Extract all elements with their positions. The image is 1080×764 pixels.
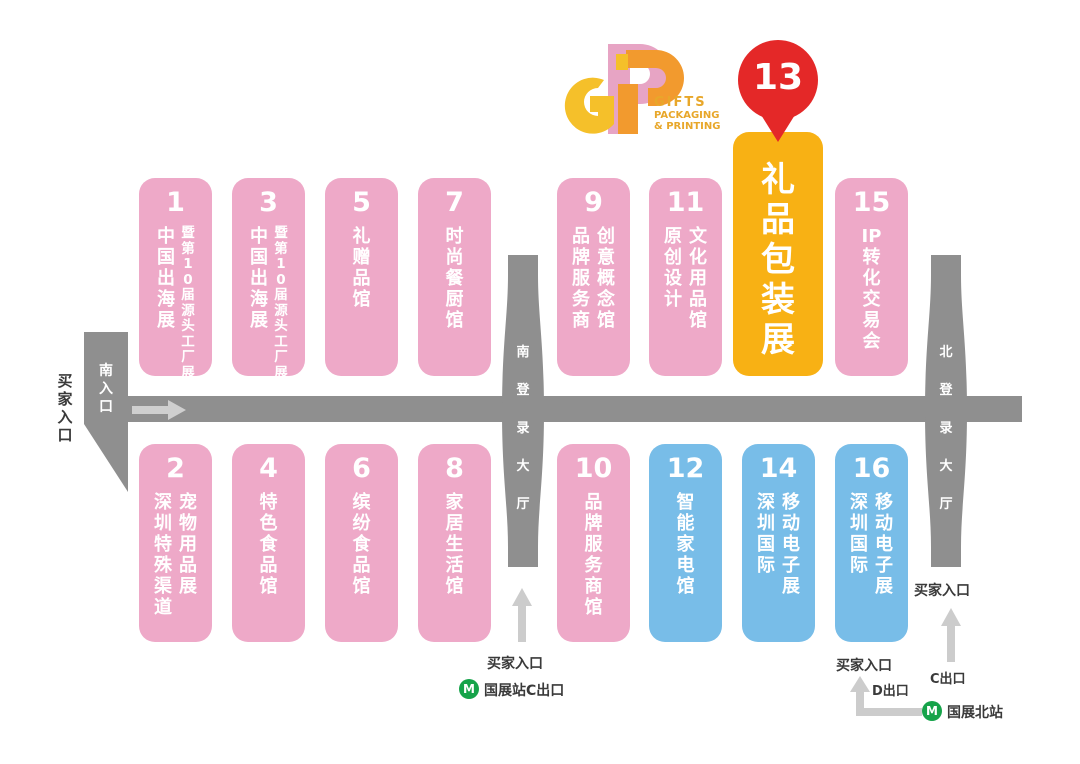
hall-number: 10: [574, 453, 613, 484]
hall-16[interactable]: 16 深圳国际 移动电子展: [835, 444, 908, 642]
east-buyer-entrance-c: 买家入口: [914, 583, 970, 599]
south-lobby-label: 南登录大厅: [516, 345, 530, 512]
hall-15[interactable]: 15 IP转化交易会: [835, 178, 908, 376]
hall-name: 中国出海展: [157, 226, 175, 331]
hall-12[interactable]: 12 智能家电馆: [649, 444, 722, 642]
hall-number: 4: [259, 453, 278, 484]
hall-10[interactable]: 10 品牌服务商馆: [557, 444, 630, 642]
hall-name-col1: 原创设计: [664, 226, 682, 310]
east-buyer-entrance-d: 买家入口: [836, 658, 892, 674]
hall-name-col2: 移动电子展: [875, 492, 893, 597]
hall-name: 特色食品馆: [259, 492, 278, 597]
arrow-up-icon: [512, 588, 532, 642]
hall-number: 9: [584, 187, 603, 218]
hall-name-col2: 文化用品馆: [689, 226, 707, 331]
hall-9[interactable]: 9 品牌服务商 创意概念馆: [557, 178, 630, 376]
hall-11[interactable]: 11 原创设计 文化用品馆: [649, 178, 722, 376]
hall-number: 16: [852, 453, 891, 484]
hall-13[interactable]: 礼品包装展: [733, 132, 823, 376]
hall-number: 11: [666, 187, 705, 218]
hall-number: 1: [166, 187, 185, 218]
hall-name-col2: 移动电子展: [782, 492, 800, 597]
south-entrance-block: [84, 332, 128, 492]
left-buyer-entrance: 买家入口: [57, 372, 73, 444]
main-corridor: [84, 396, 1022, 422]
hall-8[interactable]: 8 家居生活馆: [418, 444, 491, 642]
hall-number: 5: [352, 187, 371, 218]
arrow-bent-icon: [850, 676, 922, 716]
hall-subtitle: 暨第10届源头工厂展: [181, 225, 195, 381]
hall-name: 礼品包装展: [761, 160, 795, 360]
logo-printing: & PRINTING: [654, 121, 721, 132]
arrow-right-icon: [132, 400, 186, 420]
hall-number: 14: [759, 453, 798, 484]
location-marker-icon: [738, 40, 818, 142]
hall-number: 6: [352, 453, 371, 484]
hall-5[interactable]: 5 礼赠品馆: [325, 178, 398, 376]
hall-name: IP转化交易会: [861, 226, 882, 352]
arrow-up-icon: [941, 608, 961, 662]
hall-name-col2: 创意概念馆: [597, 226, 615, 331]
metro-icon: M: [459, 679, 479, 699]
hall-name: 时尚餐厨馆: [445, 226, 464, 331]
logo-gifts: GIFTS: [654, 95, 707, 110]
highlight-number: 13: [752, 57, 804, 98]
hall-name-col1: 深圳国际: [757, 492, 775, 576]
hall-3[interactable]: 3 中国出海展 暨第10届源头工厂展: [232, 178, 305, 380]
south-lobby[interactable]: [502, 255, 544, 567]
hall-number: 12: [666, 453, 705, 484]
c-exit-label: C出口: [930, 672, 966, 687]
hall-name: 中国出海展: [250, 226, 268, 331]
hall-1[interactable]: 1 中国出海展 暨第10届源头工厂展: [139, 178, 212, 380]
logo-packaging: PACKAGING: [654, 110, 720, 121]
hall-4[interactable]: 4 特色食品馆: [232, 444, 305, 642]
hall-name-col1: 深圳特殊渠道: [154, 492, 172, 618]
hall-6[interactable]: 6 缤纷食品馆: [325, 444, 398, 642]
hall-number: 8: [445, 453, 464, 484]
metro-icon: M: [922, 701, 942, 721]
hall-2[interactable]: 2 深圳特殊渠道 宠物用品展: [139, 444, 212, 642]
hall-name: 礼赠品馆: [352, 226, 371, 310]
hall-name: 品牌服务商馆: [584, 492, 603, 618]
hall-number: 2: [166, 453, 185, 484]
gpp-logo: [564, 44, 684, 134]
hall-name-col2: 宠物用品展: [179, 492, 197, 597]
logo-text: GIFTS PACKAGING & PRINTING: [654, 95, 721, 133]
hall-name: 缤纷食品馆: [352, 492, 371, 597]
hall-number: 7: [445, 187, 464, 218]
hall-name: 智能家电馆: [676, 492, 695, 597]
south-entrance-label: 南入口: [99, 363, 113, 415]
d-exit-label: D出口: [872, 684, 909, 699]
hall-7[interactable]: 7 时尚餐厨馆: [418, 178, 491, 376]
hall-name-col1: 深圳国际: [850, 492, 868, 576]
hall-subtitle: 暨第10届源头工厂展: [274, 225, 288, 381]
north-lobby-label: 北登录大厅: [939, 345, 953, 512]
south-metro-exit: 国展站C出口: [484, 683, 565, 699]
north-metro-station: 国展北站: [947, 705, 1003, 721]
hall-name-col1: 品牌服务商: [572, 226, 590, 331]
hall-14[interactable]: 14 深圳国际 移动电子展: [742, 444, 815, 642]
hall-number: 3: [259, 187, 278, 218]
north-lobby[interactable]: [925, 255, 967, 567]
south-buyer-entrance: 买家入口: [487, 656, 543, 672]
hall-number: 15: [852, 187, 891, 218]
hall-name: 家居生活馆: [445, 492, 464, 597]
